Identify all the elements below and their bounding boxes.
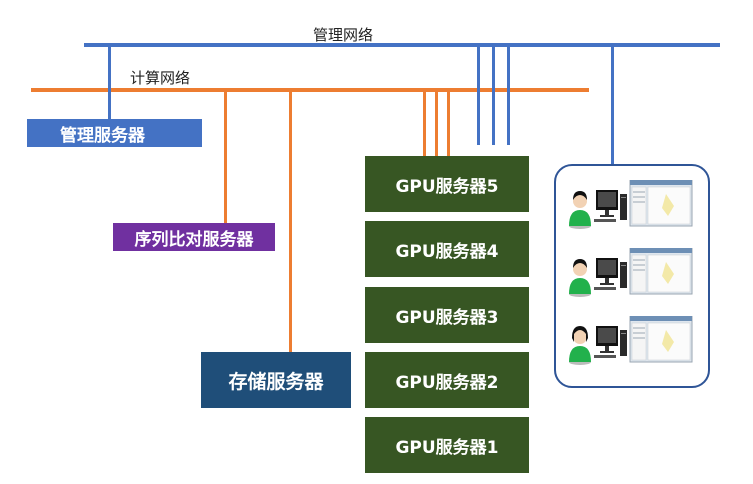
storage-server-link	[289, 90, 292, 353]
gpu-management-link-1	[477, 45, 480, 145]
client-management-link	[611, 45, 614, 166]
user-workstation-icon	[569, 247, 693, 297]
user-workstation-icon	[569, 315, 693, 365]
client-workstation	[568, 315, 696, 366]
sequence-alignment-server: 序列比对服务器	[113, 223, 275, 251]
management-server-link	[108, 45, 111, 120]
management-network-line	[84, 43, 720, 47]
management-server: 管理服务器	[27, 119, 202, 147]
gpu-server-2: GPU服务器2	[365, 352, 529, 408]
client-panel	[554, 164, 710, 388]
management-network-label: 管理网络	[313, 26, 374, 44]
gpu-management-link-2	[492, 45, 495, 145]
user-workstation-icon	[569, 179, 693, 229]
gpu-server-5: GPU服务器5	[365, 156, 529, 212]
gpu-compute-link-2	[435, 90, 438, 157]
gpu-compute-link-3	[447, 90, 450, 157]
gpu-server-1: GPU服务器1	[365, 417, 529, 473]
client-workstation	[568, 247, 696, 298]
gpu-management-link-3	[507, 45, 510, 145]
gpu-compute-link-1	[423, 90, 426, 157]
gpu-server-3: GPU服务器3	[365, 287, 529, 343]
compute-network-line	[31, 88, 589, 92]
gpu-server-4: GPU服务器4	[365, 221, 529, 277]
storage-server: 存储服务器	[201, 352, 351, 408]
sequence-server-link	[224, 90, 227, 224]
client-workstation	[568, 179, 696, 230]
compute-network-label: 计算网络	[130, 69, 191, 87]
